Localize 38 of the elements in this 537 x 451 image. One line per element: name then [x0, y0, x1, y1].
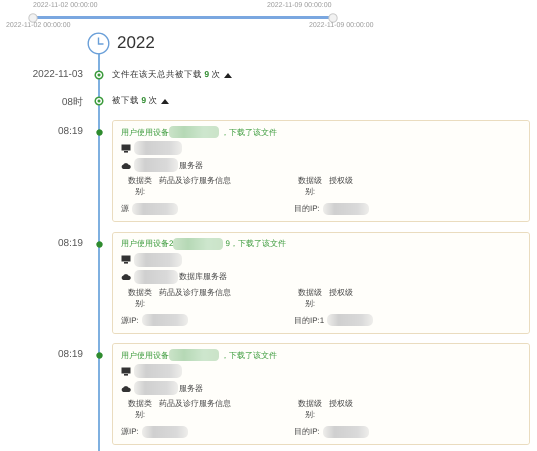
- summary-text: 被下载 9 次: [112, 95, 158, 107]
- field-label: 源IP:: [121, 314, 139, 326]
- field-label: 目的IP:1: [294, 314, 324, 326]
- date-heading: 2022: [117, 33, 155, 53]
- field-label: 数据级别:: [297, 398, 323, 420]
- event-text: ，下载了该文件: [221, 350, 277, 360]
- event-card: [112, 343, 530, 445]
- field-label: 数据级别:: [297, 286, 323, 308]
- summary-text: 文件在该天总共被下载 9 次: [112, 69, 220, 81]
- server-name: 服务器: [179, 160, 203, 170]
- field-label: 数据类别:: [127, 398, 153, 420]
- field-label: 源: [121, 203, 129, 214]
- time-label: 08:19: [56, 238, 83, 248]
- field-label: 目的IP:: [294, 203, 320, 214]
- field-value: 授权级: [329, 398, 353, 409]
- time-label: 08:19: [56, 349, 83, 360]
- server-name: 服务器: [179, 382, 203, 394]
- event-card: [112, 232, 530, 334]
- field-label: 数据级别:: [297, 175, 323, 197]
- field-label: 数据类别:: [127, 175, 153, 197]
- field-value: 药品及诊疗服务信息: [159, 398, 231, 409]
- event-text: 用户使用设备: [121, 126, 169, 138]
- field-value: 药品及诊疗服务信息: [159, 286, 231, 298]
- event-text: 用户使用设备2: [121, 238, 174, 249]
- event-text: ，下载了该文件: [221, 126, 277, 138]
- time-label: 08:19: [56, 126, 83, 137]
- field-label: 目的IP:: [294, 426, 320, 437]
- field-value: 授权级: [329, 286, 353, 298]
- server-name: 数据库服务器: [179, 271, 227, 282]
- event-text: 用户使用设备: [121, 350, 169, 360]
- field-label: 数据类别:: [127, 286, 153, 308]
- hour-label: 08时: [60, 96, 83, 109]
- event-text: 9，下载了该文件: [225, 238, 286, 249]
- event-card: [112, 120, 530, 222]
- date-label: 2022-11-03: [32, 69, 83, 80]
- field-value: 药品及诊疗服务信息: [159, 175, 231, 186]
- field-value: 授权级: [329, 175, 353, 186]
- field-label: 源IP:: [121, 426, 139, 437]
